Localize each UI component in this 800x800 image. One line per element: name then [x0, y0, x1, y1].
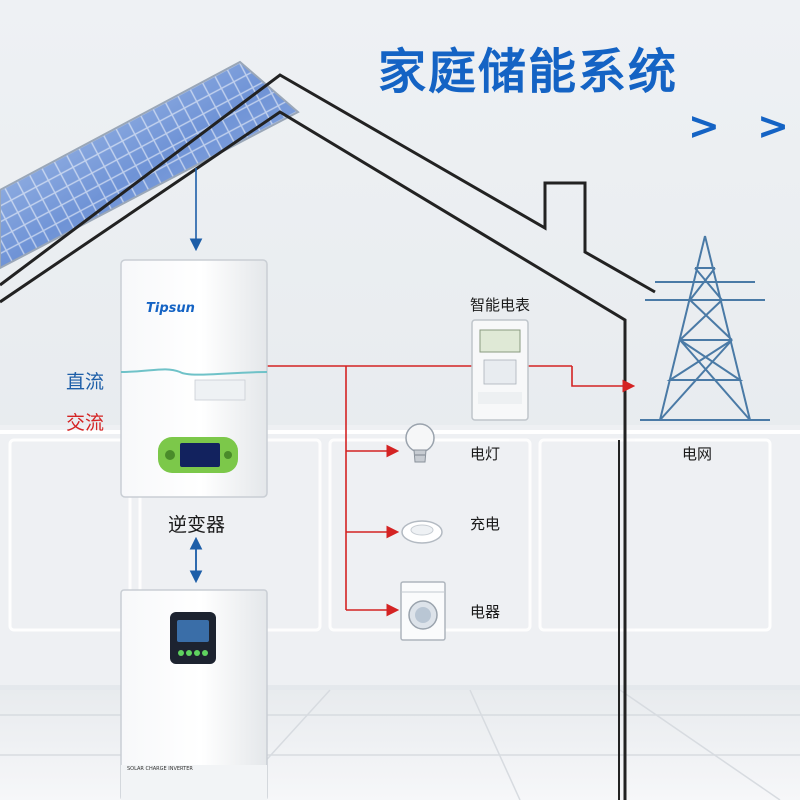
- inverter-icon: [120, 589, 268, 800]
- label-appliance: 电器: [470, 603, 501, 621]
- label-charging: 充电: [470, 515, 501, 533]
- floor: [0, 690, 800, 800]
- legend-dc: 直流: [66, 371, 105, 393]
- title-chevrons: > >: [688, 104, 800, 148]
- house-outline-icon: [0, 73, 656, 800]
- legend-ac: 交流: [66, 412, 105, 434]
- label-grid: 电网: [682, 445, 713, 463]
- washing-machine-icon: [400, 581, 446, 641]
- wireless-charger-icon: [401, 520, 443, 544]
- label-smart-meter: 智能电表: [470, 296, 531, 314]
- power-tower-icon: [640, 235, 770, 421]
- wainscot: [0, 425, 800, 685]
- ac-wires: [266, 365, 636, 617]
- solar-panel-icon: [0, 60, 300, 270]
- battery-brand: Tipsun: [146, 301, 195, 316]
- light-bulb-icon: [405, 423, 435, 463]
- label-inverter: 逆变器: [168, 514, 226, 536]
- label-lamp: 电灯: [470, 445, 501, 463]
- page-title: 家庭储能系统: [378, 44, 679, 100]
- inverter-plate-text: SOLAR CHARGE INVERTER: [127, 766, 193, 772]
- battery-icon: [120, 259, 268, 498]
- smart-meter-icon: [471, 319, 529, 421]
